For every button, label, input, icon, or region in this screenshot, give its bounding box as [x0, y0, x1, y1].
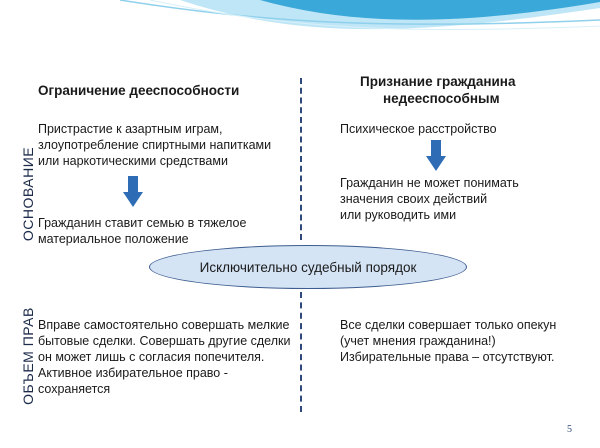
- text-line: материальное положение: [38, 232, 189, 246]
- page-number: 5: [567, 424, 572, 435]
- text-line: Гражданин не может понимать: [340, 176, 519, 190]
- side-label-rights: ОБЪЕМ ПРАВ: [20, 307, 36, 405]
- text-line: злоупотребление спиртными напитками: [38, 138, 272, 152]
- oval-label: Исключительно судебный порядок: [199, 259, 417, 275]
- text-line: Избирательные права – отсутствуют.: [340, 350, 555, 364]
- text-line: Пристрастие к азартным играм,: [38, 122, 223, 136]
- column-divider: [300, 292, 302, 412]
- right-header-line: недееспособным: [383, 91, 500, 106]
- wave-decoration-icon: [119, 0, 600, 31]
- text-line: Активное избирательное право -: [38, 366, 228, 380]
- text-line: Вправе самостоятельно совершать мелкие: [38, 318, 290, 332]
- text-line: (учет мнения гражданина!): [340, 334, 496, 348]
- down-arrow-icon: [426, 140, 446, 171]
- text-line: значения своих действий: [340, 192, 488, 206]
- text-line: или наркотическими средствами: [38, 154, 228, 168]
- text-line: бытовые сделки. Совершать другие сделки: [38, 334, 291, 348]
- text-line: Все сделки совершает только опекун: [340, 318, 557, 332]
- column-divider: [300, 78, 302, 240]
- text-line: сохраняется: [38, 382, 111, 396]
- down-arrow-icon: [123, 176, 143, 207]
- left-column-header: Ограничение дееспособности: [38, 83, 240, 98]
- judicial-procedure-oval: Исключительно судебный порядок: [149, 245, 467, 289]
- right-basis-text: Психическое расстройство: [340, 122, 497, 136]
- text-line: он может лишь с согласия попечителя.: [38, 350, 265, 364]
- text-line: Гражданин ставит семью в тяжелое: [38, 216, 247, 230]
- text-line: или руководить ими: [340, 208, 457, 222]
- right-header-line: Признание гражданина: [360, 74, 516, 89]
- side-label-basis: ОСНОВАНИЕ: [20, 146, 36, 242]
